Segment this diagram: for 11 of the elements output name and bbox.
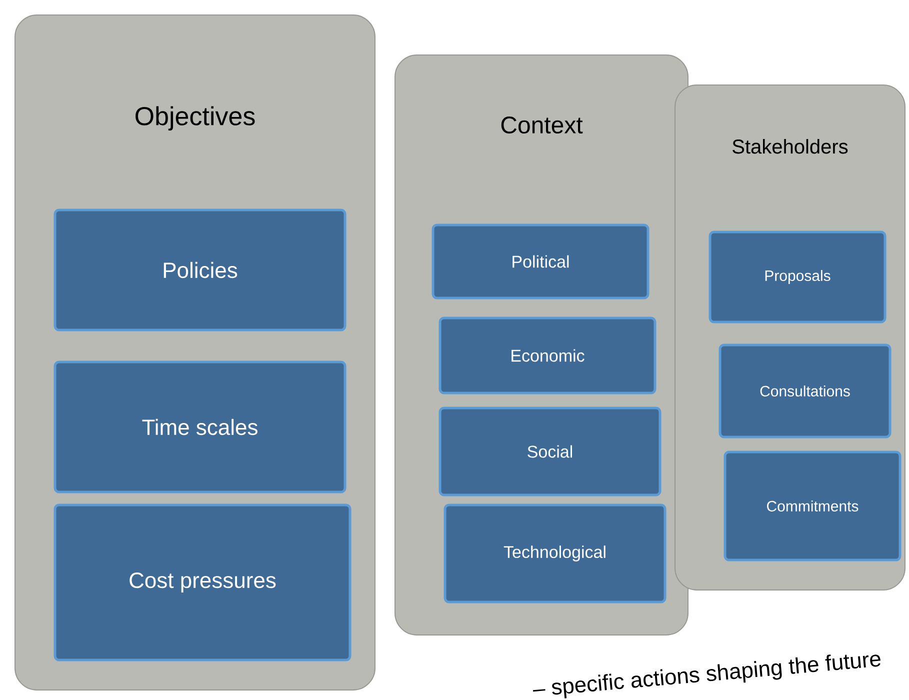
rectangle-box: Political: [432, 224, 650, 300]
rectangle-box: Social: [438, 406, 662, 496]
rectangle-box: Consultations: [718, 344, 892, 438]
rectangle-box: Cost pressures: [54, 504, 352, 662]
rectangle-box: Commitments: [724, 450, 902, 562]
rectangle-box: Time scales: [54, 360, 346, 494]
rectangle-box: Proposals: [708, 230, 886, 324]
rectangle-box: Technological: [444, 504, 666, 604]
rectangle-box: Economic: [438, 316, 656, 394]
rectangle-box: Policies: [54, 208, 346, 332]
caption-text: – specific actions shaping the future: [533, 654, 880, 698]
